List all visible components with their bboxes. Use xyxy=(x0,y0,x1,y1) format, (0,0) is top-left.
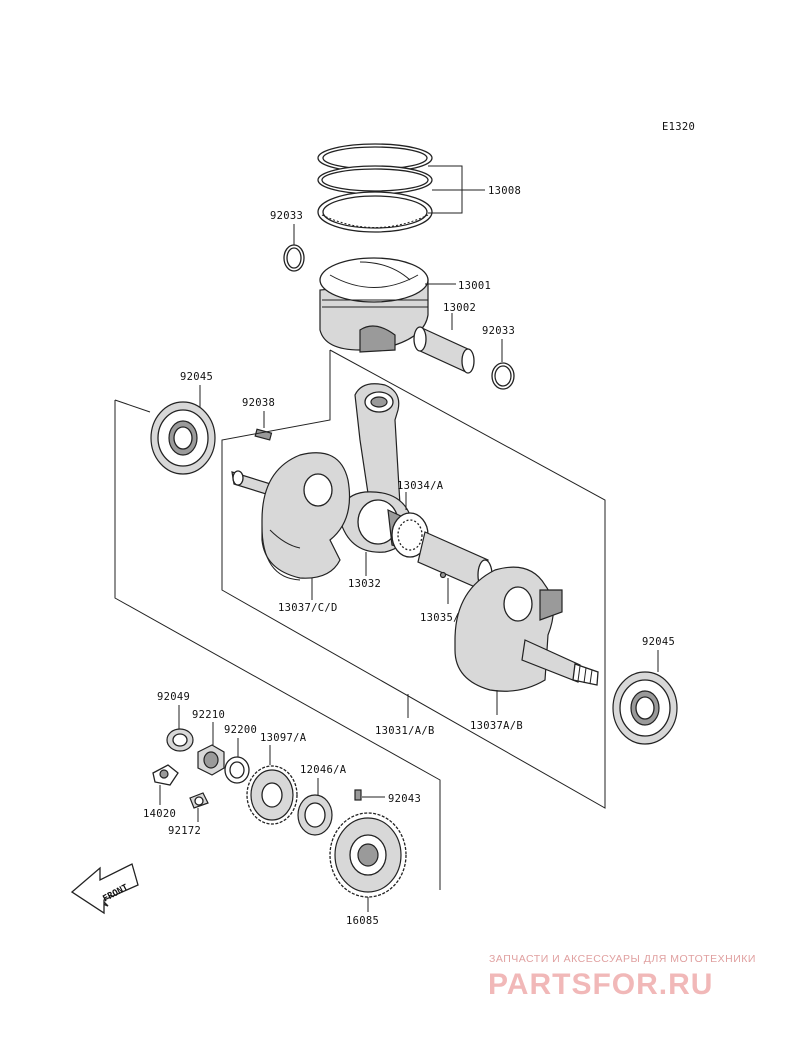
flywheel-right xyxy=(454,566,599,692)
part-label-13097: 13097/A xyxy=(260,732,307,744)
part-label-92210: 92210 xyxy=(192,709,225,721)
assembly-frame xyxy=(114,349,606,890)
part-label-13001: 13001 xyxy=(458,280,491,292)
bolt xyxy=(189,792,209,809)
woodruff-key xyxy=(254,428,273,441)
part-label-13037cd: 13037/C/D xyxy=(278,602,338,614)
drive-gear xyxy=(246,765,298,825)
small-key xyxy=(354,789,362,801)
diagram-code: E1320 xyxy=(662,121,695,133)
watermark-tagline: ЗАПЧАСТИ И АКСЕССУАРЫ ДЛЯ МОТОТЕХНИКИ xyxy=(489,953,756,965)
part-label-92045-left: 92045 xyxy=(180,371,213,383)
part-label-13031: 13031/A/B xyxy=(375,725,435,737)
bearing-left xyxy=(150,401,216,475)
oil-seal xyxy=(166,728,194,752)
part-label-92033-right: 92033 xyxy=(482,325,515,337)
lock-washer xyxy=(152,764,179,786)
part-label-92172: 92172 xyxy=(168,825,201,837)
watermark-brand: PARTSFOR.RU xyxy=(488,968,713,1001)
front-arrow-icon: FRONT xyxy=(70,863,139,915)
piston-rings xyxy=(317,143,433,233)
part-label-92200: 92200 xyxy=(224,724,257,736)
part-label-13034: 13034/A xyxy=(397,480,444,492)
part-label-92038: 92038 xyxy=(242,397,275,409)
sprocket xyxy=(297,794,333,836)
part-label-14020: 14020 xyxy=(143,808,176,820)
part-label-12046: 12046/A xyxy=(300,764,347,776)
part-label-13037ab: 13037A/B xyxy=(470,720,523,732)
part-label-13032: 13032 xyxy=(348,578,381,590)
part-label-92043: 92043 xyxy=(388,793,421,805)
flywheel-left xyxy=(231,452,351,581)
piston-pin xyxy=(413,326,475,374)
part-label-92045-right: 92045 xyxy=(642,636,675,648)
part-label-13035: 13035/A xyxy=(420,612,467,624)
part-label-92049: 92049 xyxy=(157,691,190,703)
primary-gear xyxy=(329,812,407,898)
part-label-13008: 13008 xyxy=(488,185,521,197)
part-label-92033-left: 92033 xyxy=(270,210,303,222)
washer xyxy=(224,756,250,784)
part-label-13002: 13002 xyxy=(443,302,476,314)
needle-bearing xyxy=(387,509,429,558)
piston xyxy=(319,257,429,353)
nut xyxy=(197,744,225,776)
bearing-right xyxy=(612,671,678,745)
part-label-16085: 16085 xyxy=(346,915,379,927)
